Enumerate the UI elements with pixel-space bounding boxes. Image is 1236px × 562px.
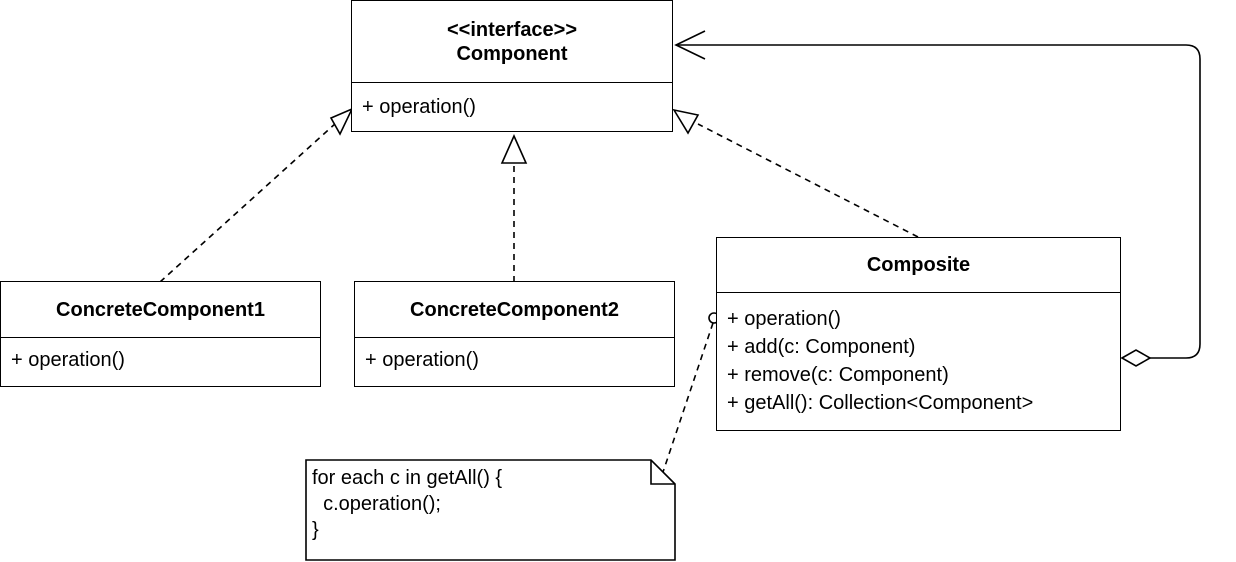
concrete-component2-header: ConcreteComponent2	[355, 282, 674, 338]
composite-operation: + operation()	[727, 308, 841, 330]
concrete-component2-operation: + operation()	[365, 349, 479, 371]
aggregation-diamond	[1120, 349, 1152, 367]
composite-operations: + operation() + add(c: Component) + remo…	[717, 293, 1120, 421]
note-shape	[305, 459, 676, 561]
component-name: Component	[456, 42, 568, 65]
realization-arrowhead-concrete1	[329, 107, 354, 136]
realization-arrowhead-concrete2	[500, 134, 528, 164]
concrete-component1-header: ConcreteComponent1	[1, 282, 320, 338]
composite-operation-getall: + getAll(): Collection<Component>	[727, 392, 1034, 414]
aggregation-arrowhead	[674, 30, 706, 60]
note-anchor-line	[660, 322, 714, 479]
composite-operation-add: + add(c: Component)	[727, 336, 916, 358]
realization-arrowhead-composite	[672, 108, 700, 135]
composite-name: Composite	[866, 254, 971, 276]
realization-line-concrete1	[159, 122, 337, 283]
composite-operation-remove: + remove(c: Component)	[727, 364, 949, 386]
realization-line-composite	[697, 123, 919, 238]
concrete-component2-box: ConcreteComponent2 + operation()	[354, 281, 675, 387]
component-operation: + operation()	[362, 96, 476, 118]
composite-box: Composite + operation() + add(c: Compone…	[716, 237, 1121, 431]
component-interface-box: <<interface>> Component + operation()	[351, 0, 673, 132]
concrete-component1-operation: + operation()	[11, 349, 125, 371]
concrete-component1-name: ConcreteComponent1	[56, 298, 265, 321]
component-stereotype: <<interface>>	[446, 18, 578, 41]
component-header: <<interface>> Component	[352, 1, 672, 83]
note-line-3: }	[312, 519, 319, 541]
component-operations: + operation()	[352, 83, 672, 125]
concrete-component2-name: ConcreteComponent2	[410, 298, 619, 321]
concrete-component1-operations: + operation()	[1, 338, 320, 378]
aggregation-line	[676, 44, 1201, 359]
concrete-component2-operations: + operation()	[355, 338, 674, 378]
composite-header: Composite	[717, 238, 1120, 293]
note-line-2: c.operation();	[312, 493, 441, 515]
concrete-component1-box: ConcreteComponent1 + operation()	[0, 281, 321, 387]
note-line-1: for each c in getAll() {	[312, 467, 503, 489]
note-fold	[650, 460, 675, 485]
